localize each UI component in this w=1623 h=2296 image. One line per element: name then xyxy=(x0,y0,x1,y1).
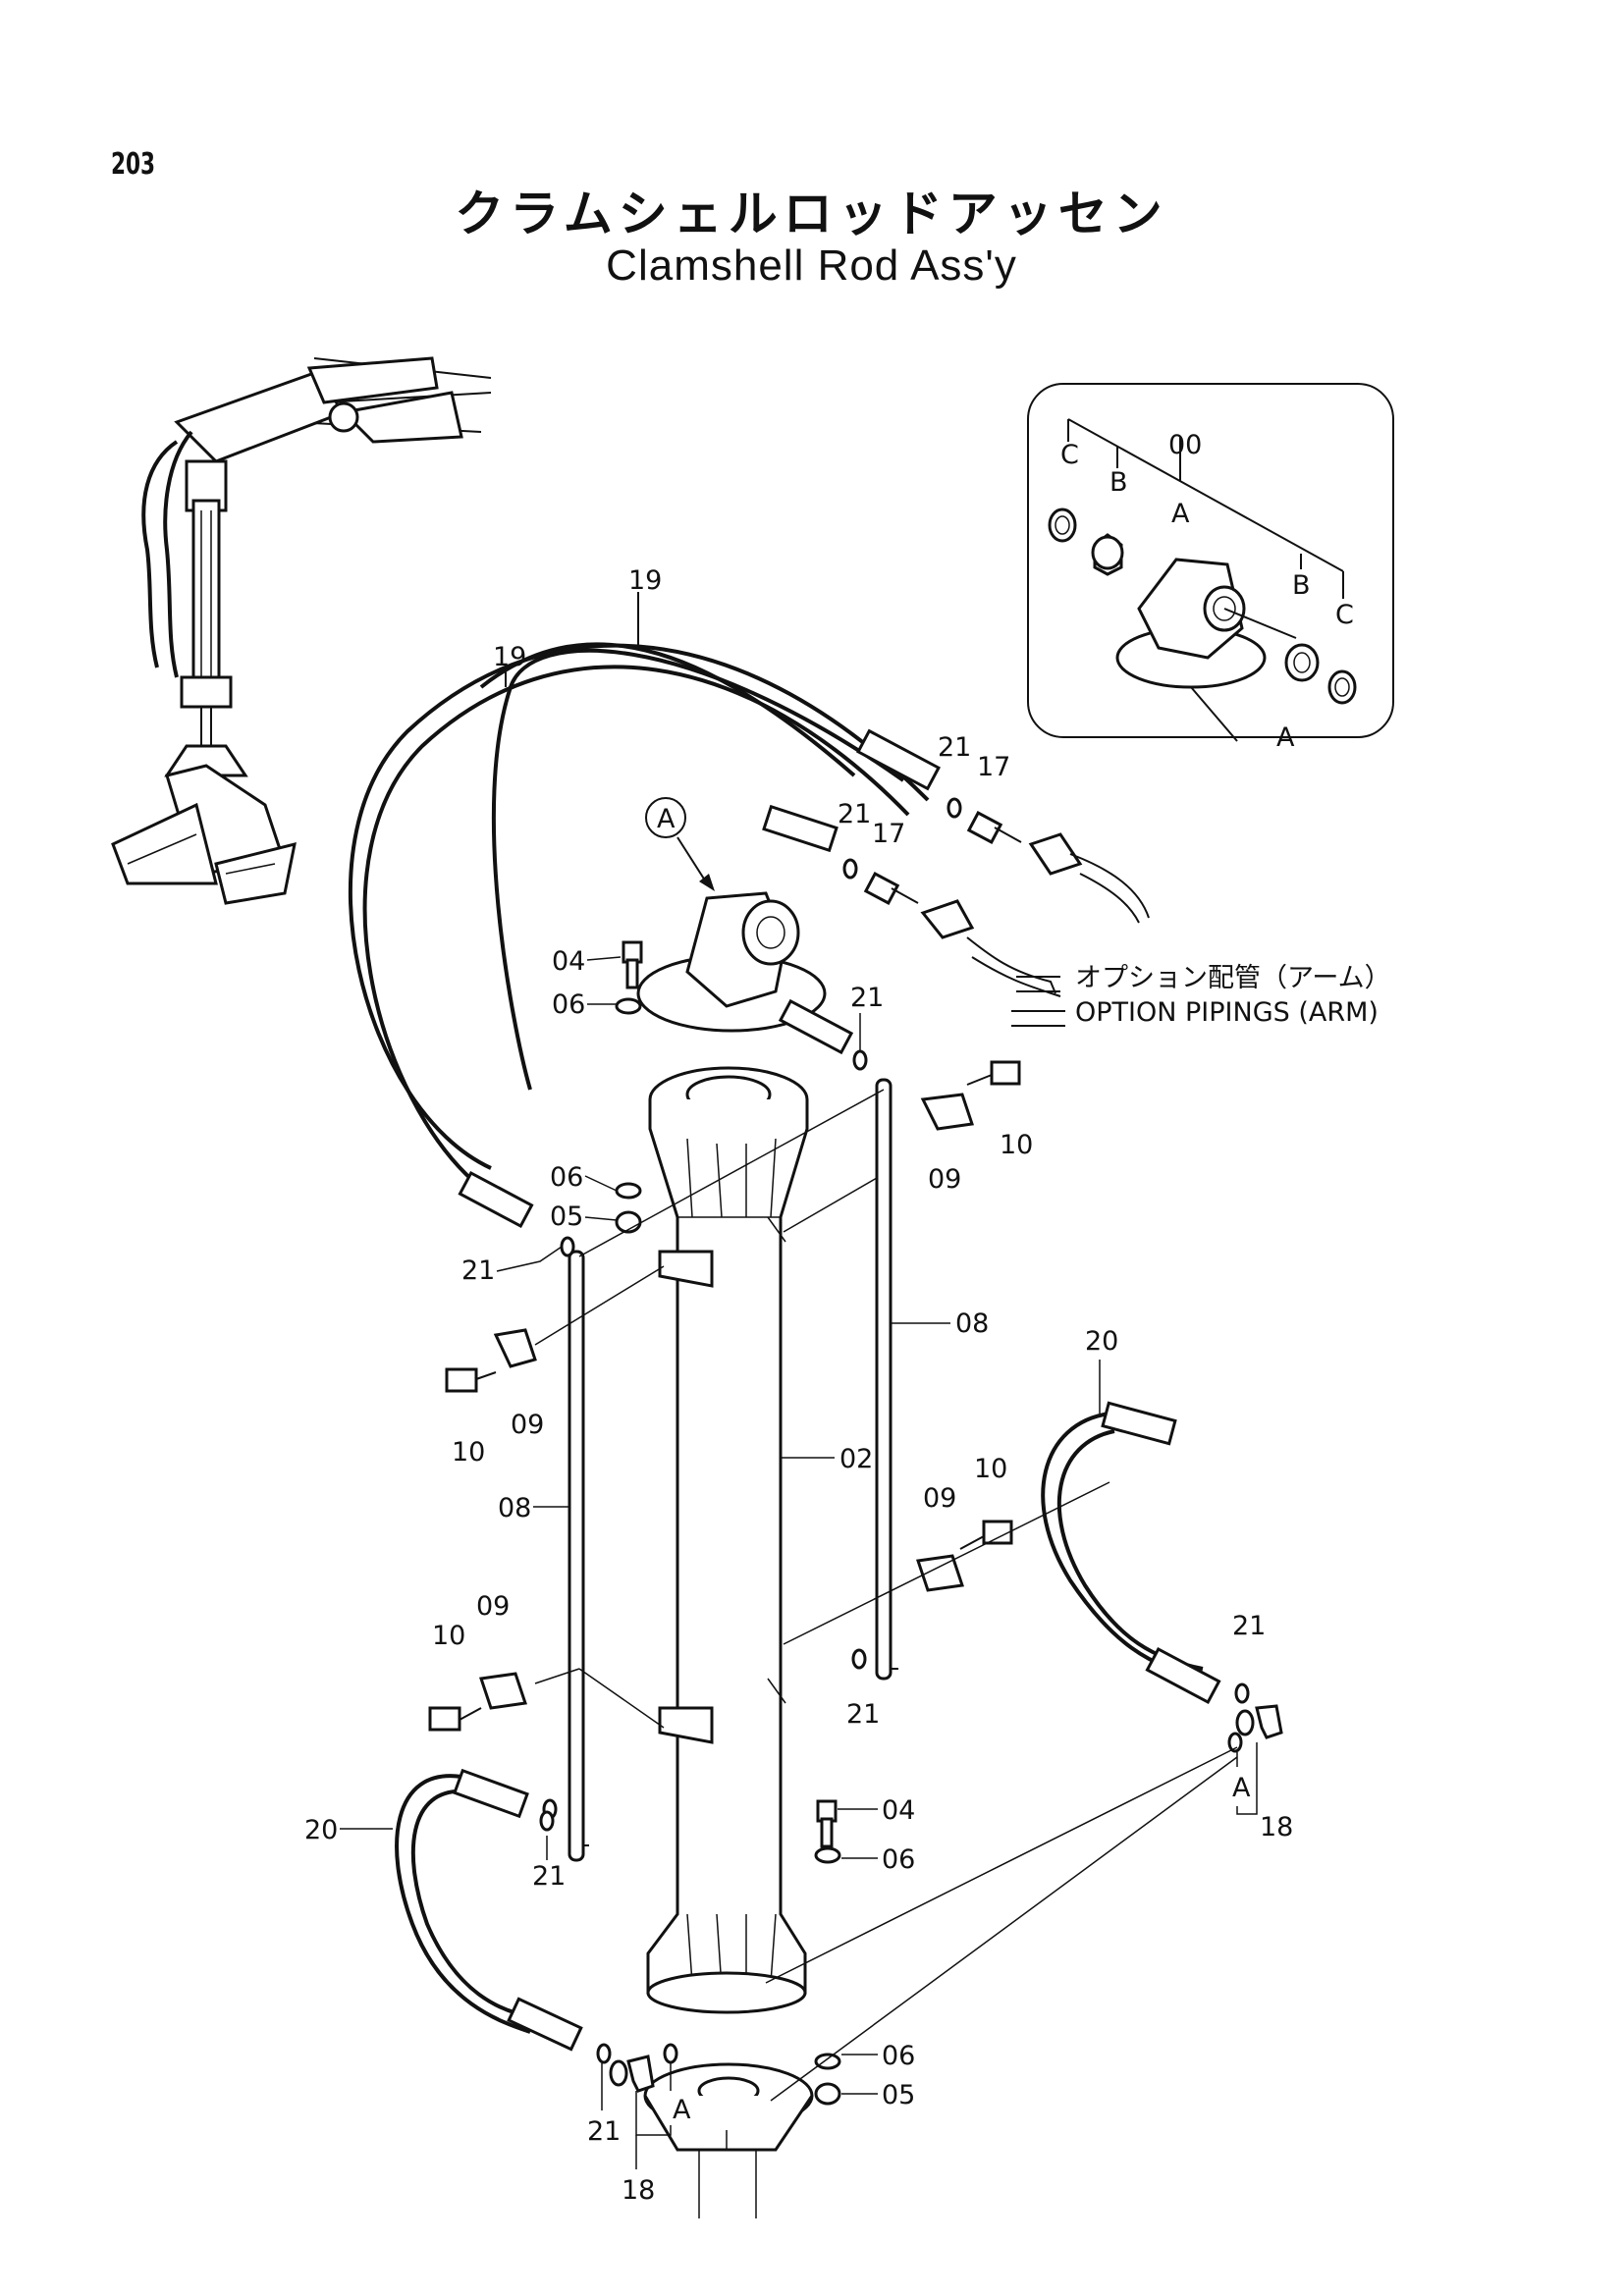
detail-item-c-right: C xyxy=(1335,600,1354,630)
page-number: 203 xyxy=(111,147,156,182)
option-pipings-english: OPTION PIPINGS (ARM) xyxy=(1075,997,1379,1028)
label-19-left: 19 xyxy=(493,642,526,672)
label-20-right: 20 xyxy=(1085,1326,1118,1357)
label-10-b: 10 xyxy=(452,1437,485,1468)
label-21-a: 21 xyxy=(938,732,971,763)
label-06-flange: 06 xyxy=(882,2041,915,2071)
label-09-a: 09 xyxy=(928,1164,961,1195)
label-06-top: 06 xyxy=(552,989,585,1020)
title-english: Clamshell Rod Ass'y xyxy=(606,241,1017,290)
label-21-f: 21 xyxy=(846,1699,880,1730)
label-05-flange: 05 xyxy=(882,2080,915,2110)
label-10-c: 10 xyxy=(974,1454,1007,1484)
label-10-a: 10 xyxy=(1000,1130,1033,1160)
top-pillow-block: A xyxy=(615,797,868,1071)
label-06-bottom: 06 xyxy=(882,1844,915,1875)
detail-assembly-number: 00 xyxy=(1168,430,1202,460)
label-21-c: 21 xyxy=(850,983,884,1013)
title-japanese: クラムシェルロッドアッセン xyxy=(455,186,1168,242)
option-pipings-japanese: オプション配管（アーム） xyxy=(1075,963,1391,993)
label-17-a: 17 xyxy=(977,752,1010,782)
option-piping-fittings: オプション配管（アーム） OPTION PIPINGS (ARM) xyxy=(842,797,1391,1028)
label-17-b: 17 xyxy=(872,819,905,849)
pipes-08 xyxy=(568,1078,898,1862)
label-09-d: 09 xyxy=(476,1591,510,1622)
label-20-left: 20 xyxy=(304,1815,338,1845)
hoses-20 xyxy=(395,1401,1221,2052)
label-04-top: 04 xyxy=(552,946,585,977)
label-09-c: 09 xyxy=(923,1483,956,1514)
leader-lines xyxy=(534,1089,1238,2102)
hose-19-assemblies xyxy=(348,592,941,1229)
label-02-rod: 02 xyxy=(839,1444,873,1474)
label-09-b: 09 xyxy=(511,1410,544,1440)
clamps-and-bolts xyxy=(428,1060,1021,1732)
label-18-bottom: 18 xyxy=(622,2175,655,2206)
label-06-mid: 06 xyxy=(550,1162,583,1193)
detail-item-b-right: B xyxy=(1292,570,1311,601)
label-21-d: 21 xyxy=(461,1255,495,1286)
detail-item-b-left: B xyxy=(1109,467,1128,498)
machine-thumbnail xyxy=(111,356,492,905)
label-08-left: 08 xyxy=(498,1493,531,1523)
nuts-and-washers xyxy=(615,1182,841,2106)
label-a-bottom: A xyxy=(673,2095,691,2125)
label-21-g: 21 xyxy=(532,1861,566,1892)
part-labels: 19 19 21 17 21 17 04 06 21 10 09 06 05 2… xyxy=(304,565,1293,2206)
label-10-d: 10 xyxy=(432,1621,465,1651)
label-05-mid: 05 xyxy=(550,1201,583,1232)
rod-column xyxy=(643,1066,814,2218)
label-21-e: 21 xyxy=(1232,1611,1266,1641)
callout-a-circle: A xyxy=(657,804,676,834)
label-18-right: 18 xyxy=(1260,1812,1293,1842)
label-04-bottom: 04 xyxy=(882,1795,915,1826)
detail-item-a: A xyxy=(1171,499,1190,529)
label-08-right: 08 xyxy=(955,1308,989,1339)
elbows-and-orings xyxy=(539,1236,1283,2093)
label-a-right: A xyxy=(1232,1773,1251,1803)
detail-item-c-left: C xyxy=(1060,440,1079,470)
label-19-top: 19 xyxy=(628,565,662,596)
label-21-b: 21 xyxy=(838,799,871,829)
label-21-h: 21 xyxy=(587,2116,621,2147)
detail-reference-a: A xyxy=(1276,722,1295,753)
detail-box: C B 00 A B C A xyxy=(1027,383,1394,753)
